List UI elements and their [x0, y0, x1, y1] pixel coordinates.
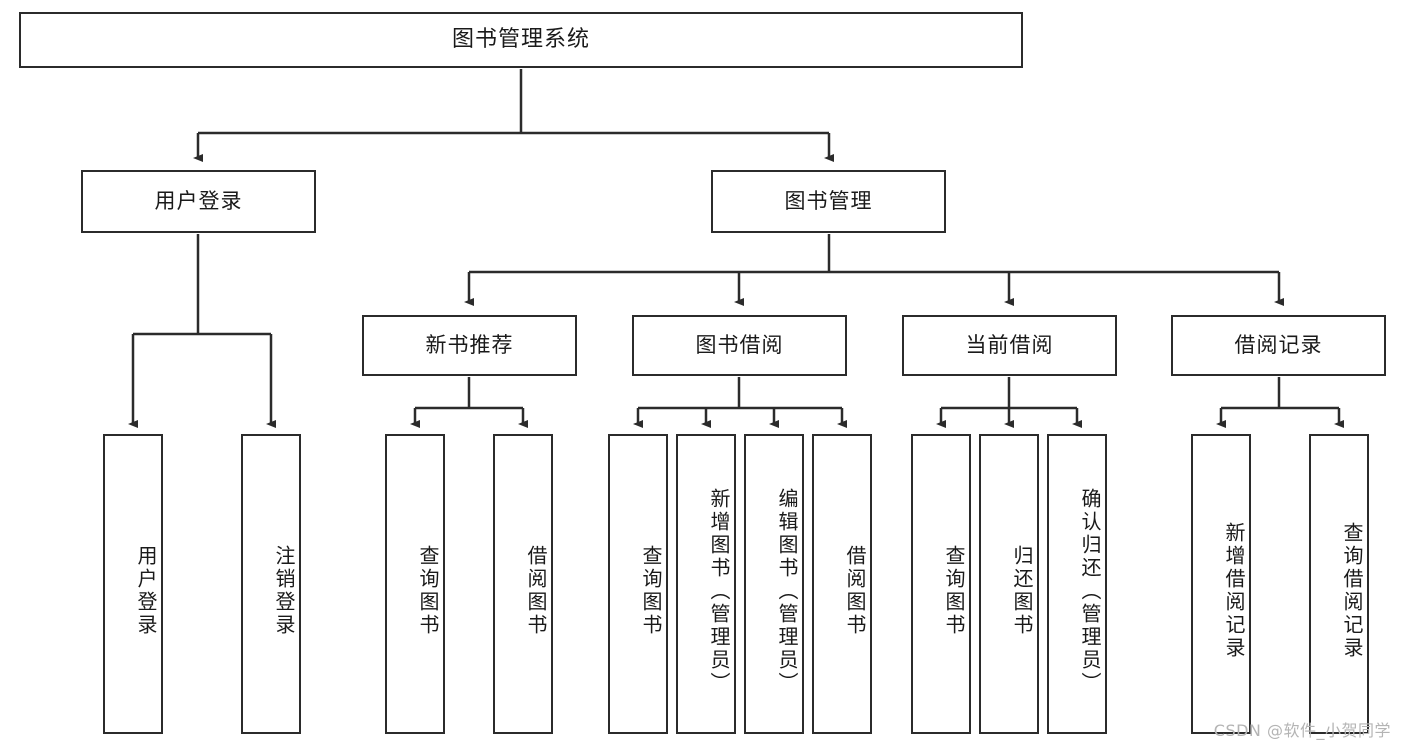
leaf-label: 查询图书 — [639, 545, 663, 637]
leaf-user-login-login[interactable]: 用户登录 — [103, 434, 163, 734]
leaf-label: 借阅图书 — [843, 545, 867, 637]
node-root-library-management-system[interactable]: 图书管理系统 — [19, 12, 1023, 68]
leaf-label: 新增借阅记录 — [1222, 522, 1246, 660]
leaf-borrow-record-query-record[interactable]: 查询借阅记录 — [1309, 434, 1369, 734]
leaf-label: 注销登录 — [272, 545, 296, 637]
leaf-book-borrow-query-books[interactable]: 查询图书 — [608, 434, 668, 734]
leaf-current-borrow-return-books[interactable]: 归还图书 — [979, 434, 1039, 734]
leaf-label: 新增图书（管理员） — [707, 487, 731, 695]
leaf-borrow-record-add-record[interactable]: 新增借阅记录 — [1191, 434, 1251, 734]
node-book-management[interactable]: 图书管理 — [711, 170, 946, 233]
node-new-book-recommendation[interactable]: 新书推荐 — [362, 315, 577, 376]
leaf-label: 查询图书 — [416, 545, 440, 637]
leaf-user-login-logout[interactable]: 注销登录 — [241, 434, 301, 734]
leaf-book-borrow-edit-book-admin[interactable]: 编辑图书（管理员） — [744, 434, 804, 734]
leaf-label: 用户登录 — [134, 545, 158, 637]
leaf-label: 编辑图书（管理员） — [775, 487, 799, 695]
leaf-label: 归还图书 — [1010, 545, 1034, 637]
node-book-borrowing[interactable]: 图书借阅 — [632, 315, 847, 376]
leaf-label: 借阅图书 — [524, 545, 548, 637]
leaf-new-book-query-books[interactable]: 查询图书 — [385, 434, 445, 734]
leaf-current-borrow-confirm-return-admin[interactable]: 确认归还（管理员） — [1047, 434, 1107, 734]
leaf-book-borrow-add-book-admin[interactable]: 新增图书（管理员） — [676, 434, 736, 734]
leaf-book-borrow-borrow-books[interactable]: 借阅图书 — [812, 434, 872, 734]
node-user-login[interactable]: 用户登录 — [81, 170, 316, 233]
node-current-borrowing[interactable]: 当前借阅 — [902, 315, 1117, 376]
watermark-text: CSDN @软件_小贺同学 — [1213, 721, 1391, 740]
leaf-label: 确认归还（管理员） — [1078, 487, 1102, 695]
node-borrow-records[interactable]: 借阅记录 — [1171, 315, 1386, 376]
leaf-label: 查询借阅记录 — [1340, 522, 1364, 660]
leaf-current-borrow-query-books[interactable]: 查询图书 — [911, 434, 971, 734]
leaf-new-book-borrow-books[interactable]: 借阅图书 — [493, 434, 553, 734]
leaf-label: 查询图书 — [942, 545, 966, 637]
